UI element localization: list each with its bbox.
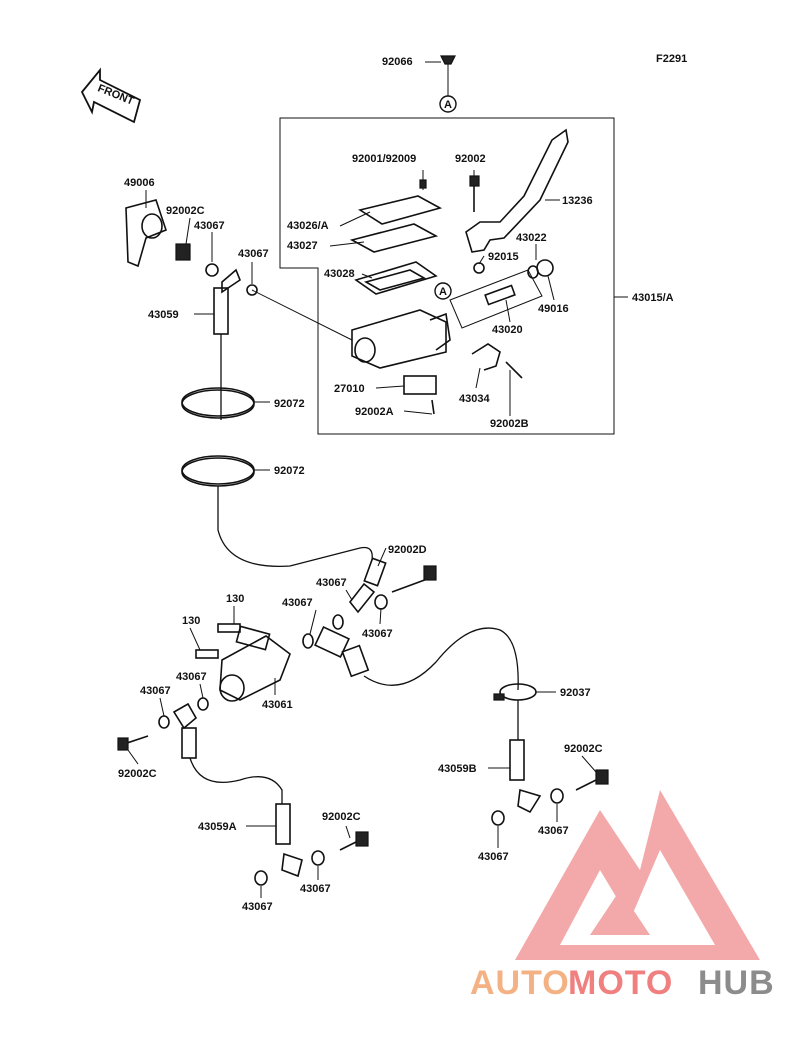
reservoir-cover — [349, 170, 443, 295]
svg-text:43028: 43028 — [324, 268, 355, 280]
svg-text:43059B: 43059B — [438, 763, 477, 775]
svg-text:MOTO: MOTO — [568, 964, 673, 1002]
svg-text:43020: 43020 — [492, 324, 523, 336]
svg-text:43067: 43067 — [140, 685, 171, 697]
watermark-text: AUTO MOTO HUB — [470, 964, 775, 1002]
svg-text:43067: 43067 — [538, 825, 569, 837]
svg-text:49006: 49006 — [124, 177, 155, 189]
svg-text:92072: 92072 — [274, 398, 305, 410]
svg-text:92002A: 92002A — [355, 406, 394, 418]
svg-text:AUTO: AUTO — [470, 964, 570, 1002]
svg-text:130: 130 — [182, 615, 200, 627]
brake-hose-main — [217, 486, 373, 568]
three-way-joint — [219, 557, 387, 702]
svg-text:92072: 92072 — [274, 465, 305, 477]
svg-text:49016: 49016 — [538, 303, 569, 315]
svg-text:HUB: HUB — [698, 964, 775, 1002]
svg-text:130: 130 — [226, 593, 244, 605]
svg-text:43067: 43067 — [194, 220, 225, 232]
brake-lever — [465, 128, 569, 253]
svg-text:92002C: 92002C — [118, 768, 157, 780]
leader-lines — [127, 190, 597, 898]
svg-text:43059A: 43059A — [198, 821, 237, 833]
svg-text:43022: 43022 — [516, 232, 547, 244]
svg-text:92037: 92037 — [560, 687, 591, 699]
svg-text:43067: 43067 — [300, 883, 331, 895]
brake-hose-right — [363, 627, 519, 691]
svg-text:43027: 43027 — [287, 240, 318, 252]
fitting-43059b — [509, 739, 609, 814]
svg-text:43067: 43067 — [316, 577, 347, 589]
svg-text:43061: 43061 — [262, 699, 293, 711]
upper-hose-fitting — [125, 199, 258, 420]
svg-text:43067: 43067 — [238, 248, 269, 260]
front-arrow-icon: FRONT — [80, 67, 142, 124]
circle-marker-lower: A — [434, 282, 452, 300]
svg-text:43034: 43034 — [459, 393, 490, 405]
piston-assembly — [449, 259, 554, 329]
diagram-code: F2291 — [656, 53, 687, 65]
hose-clamp-lower — [181, 455, 270, 487]
svg-text:92001/92009: 92001/92009 — [352, 153, 416, 165]
assembly-box — [279, 117, 615, 435]
svg-text:27010: 27010 — [334, 383, 365, 395]
hose-clamp-right — [493, 683, 556, 701]
circle-marker-a: A — [444, 99, 452, 111]
svg-text:92002C: 92002C — [564, 743, 603, 755]
svg-text:43067: 43067 — [478, 851, 509, 863]
svg-text:43059: 43059 — [148, 309, 179, 321]
handlebar-clamp — [471, 343, 523, 379]
lower-left-hose — [117, 702, 283, 804]
svg-text:43015/A: 43015/A — [632, 292, 674, 304]
brake-switch — [403, 375, 437, 415]
svg-text:43067: 43067 — [282, 597, 313, 609]
bleeder-cap: A — [425, 55, 457, 113]
svg-text:92066: 92066 — [382, 56, 413, 68]
bolt-130 — [195, 623, 241, 659]
svg-text:43067: 43067 — [176, 671, 207, 683]
watermark-logo — [515, 790, 760, 960]
master-cylinder-body — [251, 289, 451, 369]
svg-text:43026/A: 43026/A — [287, 220, 329, 232]
svg-text:43067: 43067 — [242, 901, 273, 913]
bolt-92002d — [391, 565, 437, 593]
svg-text:92015: 92015 — [488, 251, 519, 263]
part-labels: 92066 92001/92009 92002 13236 49006 9200… — [118, 56, 674, 913]
pivot-bolt — [469, 170, 480, 212]
svg-text:A: A — [439, 286, 447, 298]
svg-text:43067: 43067 — [362, 628, 393, 640]
svg-text:92002D: 92002D — [388, 544, 427, 556]
svg-text:92002C: 92002C — [166, 205, 205, 217]
fitting-43059a — [275, 803, 369, 878]
svg-text:92002C: 92002C — [322, 811, 361, 823]
svg-text:92002B: 92002B — [490, 418, 529, 430]
svg-text:92002: 92002 — [455, 153, 486, 165]
hose-clamp-upper — [181, 387, 270, 419]
svg-text:13236: 13236 — [562, 195, 593, 207]
